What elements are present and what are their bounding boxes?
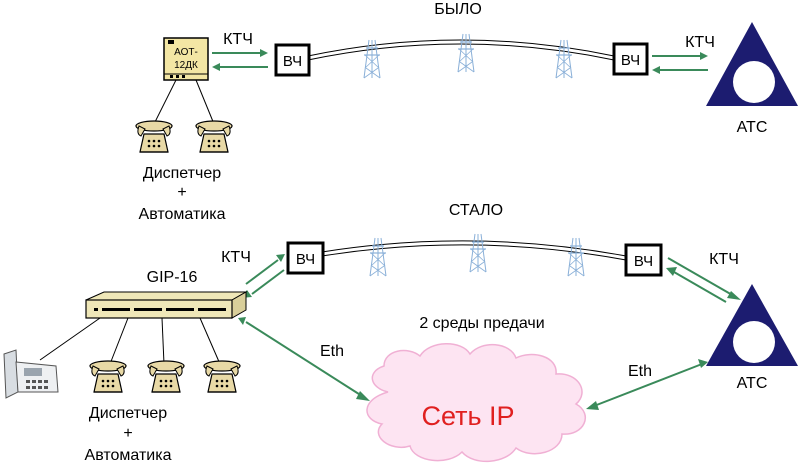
hf-box-right: [612, 42, 649, 76]
ip-network-label: Сеть IP: [421, 401, 514, 431]
tower-icon: [555, 39, 573, 79]
ktch-label-left: КТЧ: [221, 249, 251, 266]
after-title: СТАЛО: [449, 202, 503, 219]
hf-box-right-label: ВЧ: [621, 52, 640, 69]
hf-box-left: [286, 241, 325, 275]
aot-device-icon: АОТ- 12ДК: [163, 37, 209, 81]
tower-icon: [567, 237, 585, 277]
tower-icon: [469, 233, 487, 273]
ktch-label-right: КТЧ: [709, 251, 739, 268]
dispatcher-label-after: +: [123, 425, 132, 442]
eth-arrow-right: [586, 359, 708, 410]
hf-box-left-label: ВЧ: [283, 53, 302, 70]
telephone-icon: [147, 360, 185, 393]
media-note: 2 среды предачи: [419, 315, 544, 332]
ip-network-cloud-icon: [366, 343, 587, 463]
ats-label: АТС: [737, 375, 768, 392]
aot-device-label: АОТ-: [174, 47, 198, 58]
phone-wires-before: [153, 79, 215, 125]
eth-arrow-left: [238, 317, 370, 401]
ats-label: АТС: [737, 119, 768, 136]
eth-label-left: Eth: [320, 343, 344, 360]
phone-wires-after: [39, 317, 221, 365]
ip-phone-icon: [3, 349, 59, 399]
dispatcher-label-before: Диспетчер: [143, 165, 221, 182]
dispatcher-label-after: Диспетчер: [89, 405, 167, 422]
telephone-icon: [203, 360, 241, 393]
ats-exchange-icon: [706, 22, 798, 106]
dispatcher-label-after: Автоматика: [85, 447, 172, 464]
hf-box-left: [274, 43, 311, 77]
hf-box-right-label: ВЧ: [634, 253, 653, 270]
aot-device-label: 12ДК: [174, 60, 198, 71]
dispatcher-label-before: Автоматика: [139, 206, 226, 223]
telephone-icon: [89, 360, 127, 393]
ktch-label-left: КТЧ: [223, 31, 253, 48]
ktch-arrows-right: [651, 51, 709, 75]
telephone-icon: [135, 120, 173, 153]
power-line-after: [321, 233, 627, 277]
dispatcher-label-before: +: [177, 184, 186, 201]
power-line-before: [307, 33, 615, 79]
gateway-label: GIP-16: [147, 269, 198, 286]
tower-icon: [369, 237, 387, 277]
telephone-icon: [195, 120, 233, 153]
hf-box-right: [624, 243, 663, 277]
before-title: БЫЛО: [434, 1, 482, 18]
ats-exchange-icon: [706, 284, 798, 366]
ktch-arrows-left: [211, 48, 269, 72]
hf-box-left-label: ВЧ: [296, 251, 315, 268]
ktch-label-right: КТЧ: [685, 34, 715, 51]
eth-label-right: Eth: [628, 363, 652, 380]
gip16-gateway-icon: [85, 291, 248, 319]
ktch-arrows-right: [666, 257, 741, 303]
